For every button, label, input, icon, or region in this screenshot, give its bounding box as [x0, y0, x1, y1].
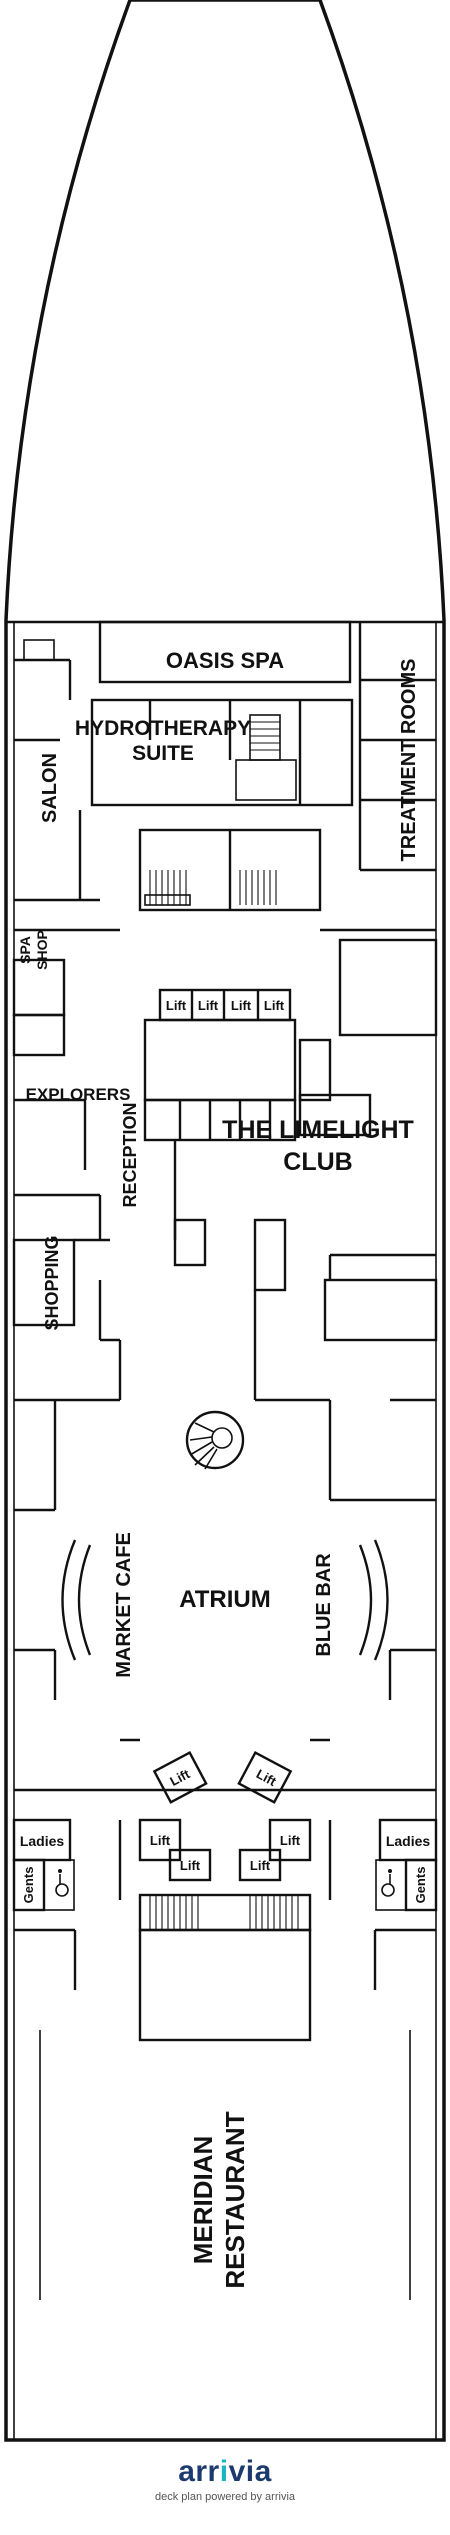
- aft-stairs: [138, 1893, 312, 1932]
- shopping-label: SHOPPING: [42, 1235, 62, 1330]
- reception-label: RECEPTION: [120, 1102, 140, 1207]
- ship-hull: [4, 0, 446, 2442]
- wheelchair-icon: [381, 1869, 395, 1897]
- arrivia-logo: arrivia: [178, 2455, 272, 2488]
- hydrotherapy-label: HYDROTHERAPY: [75, 717, 251, 740]
- atrium-walls: [14, 1280, 436, 1792]
- wheelchair-icon: [55, 1869, 69, 1897]
- salon-label: SALON: [39, 753, 61, 823]
- footer: arrivia deck plan powered by arrivia: [0, 2455, 450, 2535]
- deck-plan: OASIS SPA HYDROTHERAPY SUITE TREATMENT R…: [4, 0, 446, 2442]
- lift-label: Lift: [264, 998, 285, 1013]
- powered-by-text: deck plan powered by arrivia: [154, 2491, 296, 2503]
- hydrotherapy-suite-label: SUITE: [132, 742, 194, 765]
- blue-bar-label: BLUE BAR: [313, 1553, 335, 1657]
- meridian-label: MERIDIAN: [188, 2136, 218, 2265]
- lift-label: Lift: [180, 1858, 201, 1873]
- aft-lobby: [118, 1738, 332, 1900]
- spa-shop-label-2: SHOP: [34, 930, 50, 970]
- treatment-rooms-label: TREATMENT ROOMS: [398, 659, 420, 862]
- lift-label: Lift: [250, 1858, 271, 1873]
- oasis-spa-label: OASIS SPA: [166, 648, 284, 673]
- lift-label: Lift: [231, 998, 252, 1013]
- explorers-label: EXPLORERS: [26, 1085, 131, 1104]
- ladies-right-label: Ladies: [386, 1833, 431, 1849]
- gents-left-label: Gents: [21, 1867, 36, 1904]
- limelight-club-label-2: CLUB: [283, 1148, 352, 1176]
- ladies-left-label: Ladies: [20, 1833, 65, 1849]
- forward-lift-bank: [143, 988, 297, 1142]
- lift-label: Lift: [280, 1833, 301, 1848]
- spiral-staircase-icon: [185, 1410, 245, 1470]
- lift-label: Lift: [150, 1833, 171, 1848]
- limelight-club-label: THE LIMELIGHT: [222, 1116, 414, 1144]
- spa-stairs: [249, 714, 281, 761]
- atrium-label: ATRIUM: [179, 1586, 271, 1613]
- market-cafe-label: MARKET CAFE: [113, 1532, 135, 1678]
- forward-stairs: [138, 828, 322, 912]
- blue-bar-counter: [358, 1539, 389, 1661]
- restaurant-label: RESTAURANT: [220, 2111, 250, 2288]
- lift-label: Lift: [166, 998, 187, 1013]
- spa-area: [14, 620, 436, 902]
- spa-shop-label-1: SPA: [17, 936, 33, 964]
- market-cafe-counter: [61, 1539, 92, 1661]
- gents-right-label: Gents: [413, 1867, 428, 1904]
- lift-label: Lift: [198, 998, 219, 1013]
